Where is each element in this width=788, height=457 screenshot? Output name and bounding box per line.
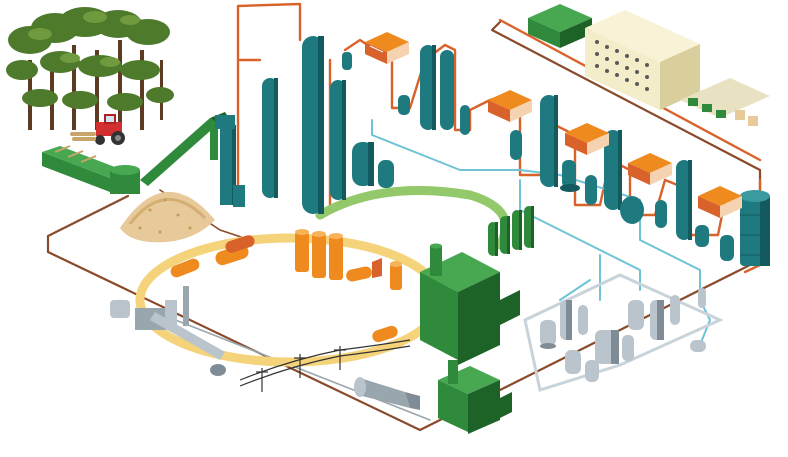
green-reactor-icon (488, 206, 534, 256)
perimeter-pipe (46, 20, 762, 432)
wood-chip-pile-icon (120, 191, 215, 243)
boiler-icon (420, 243, 520, 365)
pipe-network (46, 2, 762, 432)
distillation-column-icon (215, 36, 394, 214)
grey-chemical-plant-icon (523, 273, 724, 392)
log-conveyor-icon (42, 112, 230, 194)
steam-turbine-icon (354, 360, 512, 434)
grey-pump-station-icon (110, 286, 226, 376)
tractor-icon (70, 114, 125, 145)
heat-exchanger-icon (365, 32, 742, 218)
forest-icon (6, 7, 174, 130)
cyan-pipe-main (371, 119, 701, 301)
power-line-icon (239, 339, 411, 392)
tower-row (398, 45, 770, 266)
orange-pipe-top (236, 2, 302, 202)
storage-tank-icon (170, 229, 402, 343)
factory-building-icon (528, 4, 770, 126)
cyan-pipe-down (519, 179, 641, 301)
green-loop (315, 186, 511, 250)
